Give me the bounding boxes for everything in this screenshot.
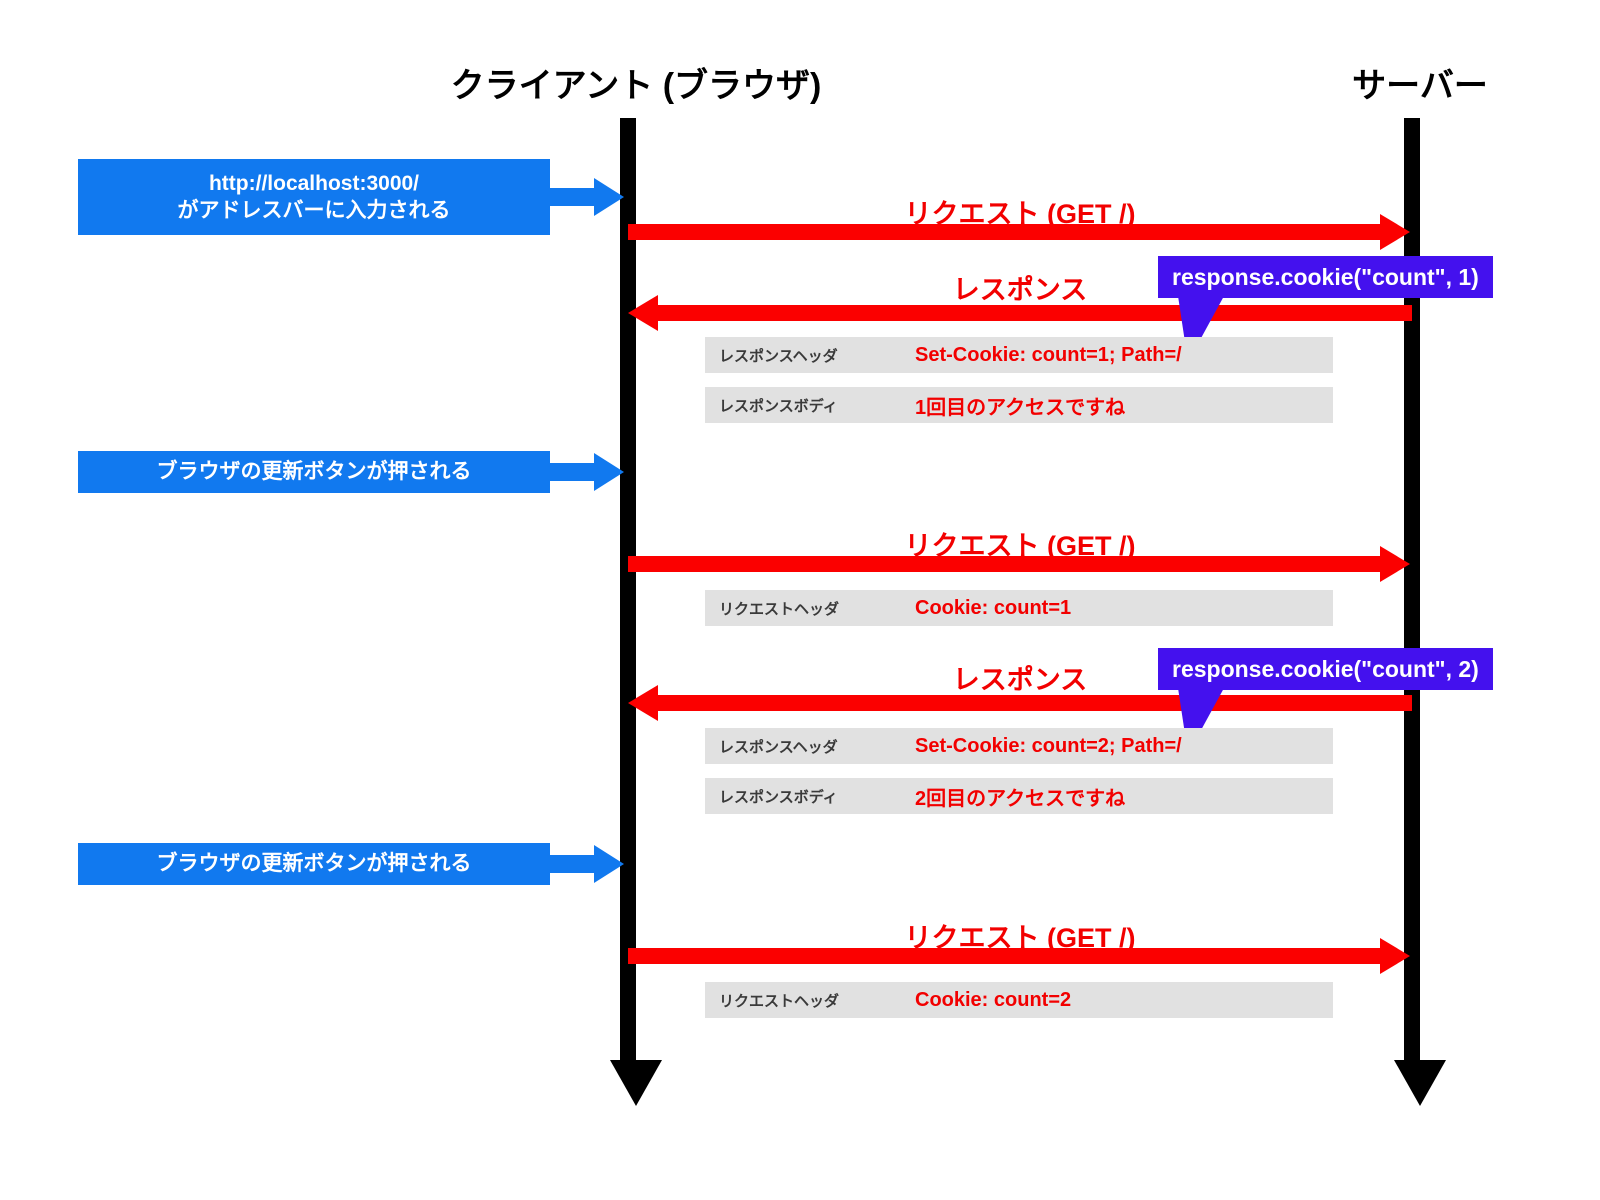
event-arrowhead-icon-1 [594, 178, 624, 216]
event-arrow-shaft-2 [548, 463, 598, 481]
lifeline-client [620, 118, 636, 1063]
event-arrow-shaft-3 [548, 855, 598, 873]
event-box-reload-2: ブラウザの更新ボタンが押される [78, 843, 550, 885]
callout-response-cookie-2: response.cookie("count", 2) [1158, 648, 1493, 690]
message-arrowhead-icon-request-3 [1380, 938, 1410, 974]
callout-response-cookie-1: response.cookie("count", 1) [1158, 256, 1493, 298]
detail-row-key: レスポンスヘッダ [719, 347, 838, 365]
message-shaft-request-1 [628, 224, 1382, 240]
message-arrowhead-icon-request-2 [1380, 546, 1410, 582]
detail-row-key: レスポンスヘッダ [719, 738, 838, 756]
message-arrowhead-icon-request-1 [1380, 214, 1410, 250]
event-arrowhead-icon-2 [594, 453, 624, 491]
detail-row-value: Set-Cookie: count=1; Path=/ [915, 343, 1182, 366]
event-arrowhead-icon-3 [594, 845, 624, 883]
detail-row-value: Cookie: count=2 [915, 988, 1072, 1011]
detail-row-request-header-3: リクエストヘッダ Cookie: count=2 [705, 982, 1333, 1018]
detail-row-key: レスポンスボディ [719, 397, 838, 415]
lifeline-client-arrowhead-icon [610, 1060, 662, 1106]
message-arrowhead-icon-response-1 [628, 295, 658, 331]
detail-row-key: リクエストヘッダ [719, 600, 840, 618]
detail-row-response-body-2: レスポンスボディ 2回目のアクセスですね [705, 778, 1333, 814]
event-box-url-entered: http://localhost:3000/ がアドレスバーに入力される [78, 159, 550, 235]
event-label-line2: がアドレスバーに入力される [177, 199, 451, 222]
event-arrow-shaft-1 [548, 188, 598, 206]
event-label-line1: ブラウザの更新ボタンが押される [156, 852, 472, 876]
actor-title-client: クライアント (ブラウザ) [450, 67, 822, 105]
detail-row-key: リクエストヘッダ [719, 992, 840, 1010]
detail-row-response-body-1: レスポンスボディ 1回目のアクセスですね [705, 387, 1333, 423]
detail-row-response-header-2: レスポンスヘッダ Set-Cookie: count=2; Path=/ [705, 728, 1333, 764]
detail-row-value: 1回目のアクセスですね [915, 396, 1126, 419]
actor-title-server: サーバー [1352, 67, 1488, 105]
message-arrowhead-icon-response-2 [628, 685, 658, 721]
lifeline-server-arrowhead-icon [1394, 1060, 1446, 1106]
message-shaft-response-2 [658, 695, 1412, 711]
detail-row-key: レスポンスボディ [719, 788, 838, 806]
message-shaft-request-2 [628, 556, 1382, 572]
lifeline-server [1404, 118, 1420, 1063]
event-label-line1: http://localhost:3000/ [208, 171, 420, 195]
detail-row-response-header-1: レスポンスヘッダ Set-Cookie: count=1; Path=/ [705, 337, 1333, 373]
message-label-response-1: レスポンス [952, 275, 1088, 305]
event-box-reload-1: ブラウザの更新ボタンが押される [78, 451, 550, 493]
message-label-response-2: レスポンス [952, 665, 1088, 695]
event-label-line1: ブラウザの更新ボタンが押される [156, 460, 472, 484]
detail-row-request-header-2: リクエストヘッダ Cookie: count=1 [705, 590, 1333, 626]
detail-row-value: Cookie: count=1 [915, 596, 1072, 619]
message-shaft-response-1 [658, 305, 1412, 321]
message-shaft-request-3 [628, 948, 1382, 964]
detail-row-value: 2回目のアクセスですね [915, 787, 1126, 810]
detail-row-value: Set-Cookie: count=2; Path=/ [915, 734, 1182, 757]
